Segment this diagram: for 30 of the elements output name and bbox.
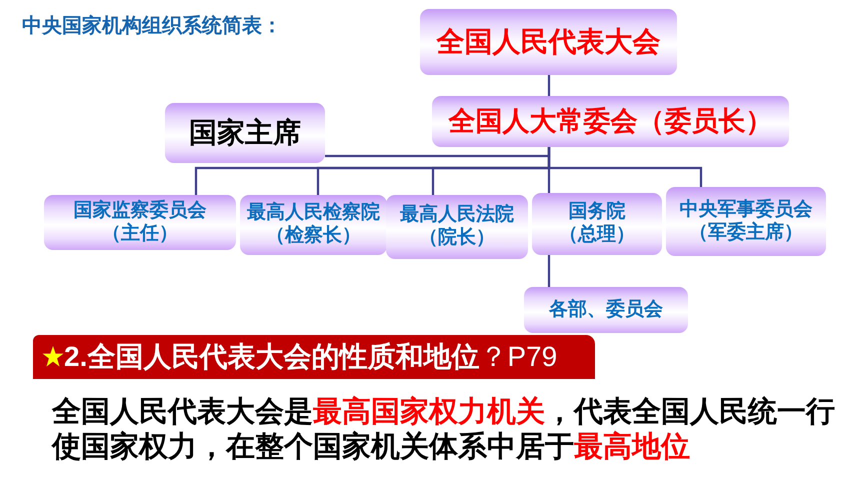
- connector-line: [548, 147, 702, 187]
- org-box: [524, 287, 688, 333]
- org-name: 全国人大常委会（委员长）: [448, 105, 772, 138]
- org-name: 最高人民检察院: [247, 202, 380, 224]
- org-box: [386, 195, 528, 259]
- connector-line: [548, 75, 550, 96]
- office-title: （主任）: [102, 222, 178, 246]
- org-box: [240, 195, 387, 255]
- org-name: 全国人民代表大会: [436, 25, 660, 59]
- org-name: 国家主席: [189, 116, 301, 150]
- org-box: [532, 193, 662, 255]
- diagram-title: 中央国家机构组织系统简表：: [22, 14, 282, 38]
- org-box: [44, 195, 236, 250]
- org-box: [165, 103, 325, 163]
- office-title: （院长）: [419, 227, 495, 250]
- org-box: [666, 187, 826, 256]
- org-name: 各部、委员会: [549, 298, 663, 322]
- office-title: （检察长）: [266, 225, 361, 248]
- org-name: 中央军事委员会: [680, 198, 812, 222]
- org-box: [420, 9, 677, 75]
- question-banner: [33, 335, 595, 379]
- org-box: [432, 96, 789, 147]
- org-name: 国务院: [568, 201, 626, 224]
- org-name: 国家监察委员会: [74, 200, 206, 222]
- office-title: （总理）: [559, 224, 635, 247]
- office-title: （军委主席）: [689, 222, 803, 244]
- answer-text: 全国人民代表大会是最高国家权力机关，代表全国人民统一行使国家权力，在整个国家机关体系中居于最高地位: [52, 395, 836, 465]
- connector-line: [548, 255, 550, 287]
- org-name: 最高人民法院: [400, 204, 514, 226]
- question-text: 2.全国人民代表大会的性质和地位？P79: [64, 340, 558, 374]
